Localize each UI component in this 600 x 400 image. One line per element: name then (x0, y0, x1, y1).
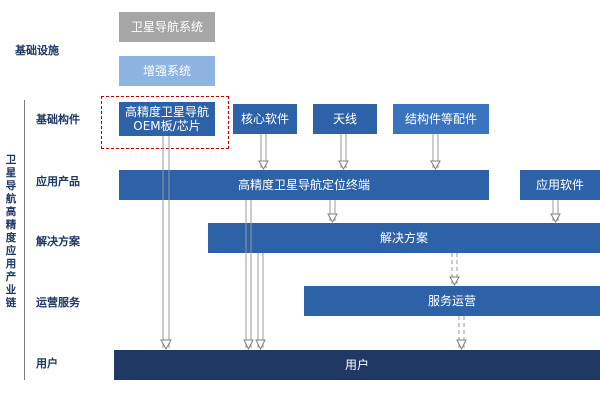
arrow-antenna-to-terminal (338, 134, 349, 171)
arrow-app-software-to-solutions (550, 200, 561, 224)
structural-parts-box: 结构件等配件 (393, 104, 489, 134)
satellite-nav-system-box: 卫星导航系统 (119, 12, 215, 42)
arrow-operations-to-users-dashed (458, 316, 465, 348)
arrow-oem-board-to-users (160, 136, 172, 351)
chain-bracket (24, 100, 30, 380)
category-users: 用户 (36, 357, 58, 370)
augmentation-system-box: 增强系统 (119, 56, 215, 86)
category-products: 应用产品 (36, 175, 80, 188)
category-infrastructure: 基础设施 (15, 44, 59, 57)
side-title: 卫星导航高精度应用产业链 (5, 154, 17, 309)
arrow-solutions-to-users (255, 253, 266, 351)
users-box: 用户 (114, 350, 600, 380)
arrow-core-software-to-terminal (258, 134, 269, 171)
oem-board-box: 高精度卫星导航OEM板/芯片 (119, 102, 215, 136)
arrowhead-operations (449, 276, 460, 287)
arrow-terminal-to-solutions (327, 200, 338, 224)
category-solutions: 解决方案 (36, 235, 80, 248)
highlight-dashed-frame (101, 96, 229, 149)
arrow-solutions-to-operations-dashed (451, 253, 458, 284)
category-operations: 运营服务 (36, 296, 80, 309)
application-software-box: 应用软件 (520, 170, 600, 200)
positioning-terminal-box: 高精度卫星导航定位终端 (119, 170, 489, 200)
solutions-box: 解决方案 (208, 223, 600, 253)
antenna-box: 天线 (313, 104, 377, 134)
arrow-structural-parts-to-terminal (430, 134, 441, 171)
category-components: 基础构件 (36, 113, 80, 126)
service-operations-box: 服务运营 (304, 286, 600, 316)
core-software-box: 核心软件 (233, 104, 297, 134)
arrowhead-users-dashed (456, 339, 467, 351)
